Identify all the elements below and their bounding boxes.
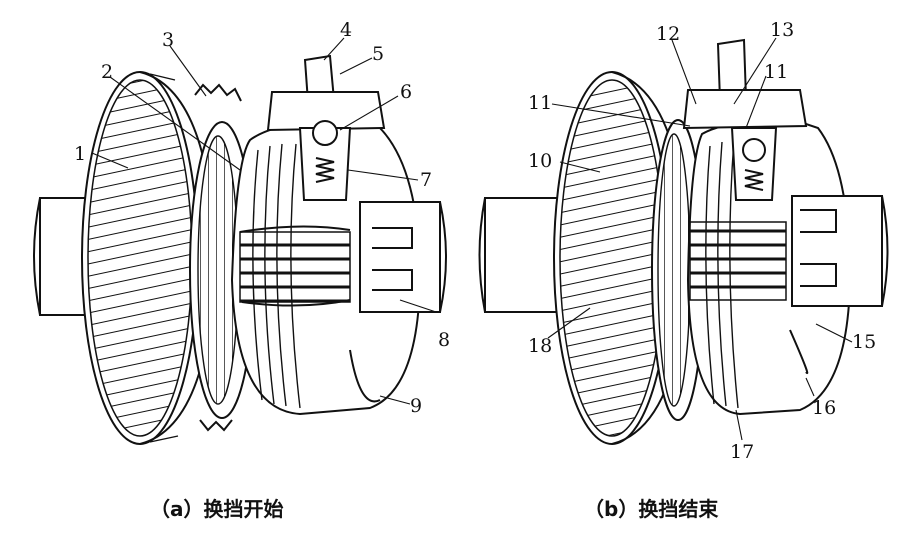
label-b-18: 18 bbox=[528, 335, 552, 357]
label-b-16: 16 bbox=[812, 397, 836, 419]
label-b-15: 15 bbox=[852, 331, 876, 353]
caption-a: （a）换挡开始 bbox=[150, 497, 284, 521]
helical-gear-a bbox=[81, 71, 217, 445]
sleeve-a bbox=[230, 120, 422, 416]
label-a-9: 9 bbox=[410, 395, 422, 417]
label-b-13: 13 bbox=[770, 19, 794, 41]
caption-b: （b）换挡结束 bbox=[584, 497, 719, 521]
labels-a: 1 2 3 4 5 6 7 8 9 bbox=[74, 19, 450, 417]
label-b-10: 10 bbox=[528, 150, 552, 172]
label-a-1: 1 bbox=[74, 143, 86, 165]
crown-teeth-a bbox=[194, 83, 242, 432]
label-a-6: 6 bbox=[400, 81, 412, 103]
label-a-2: 2 bbox=[101, 61, 113, 83]
label-a-5: 5 bbox=[372, 43, 384, 65]
label-b-11-left: 11 bbox=[528, 92, 552, 114]
label-b-17: 17 bbox=[730, 441, 754, 463]
panel-a-drawing bbox=[33, 54, 447, 445]
hub-shaft-b bbox=[789, 195, 889, 375]
label-b-11-right: 11 bbox=[764, 61, 788, 83]
leaders-a bbox=[91, 37, 437, 405]
shift-fork-a bbox=[266, 54, 386, 201]
label-a-8: 8 bbox=[438, 329, 450, 351]
label-a-7: 7 bbox=[420, 169, 432, 191]
leaders-b bbox=[547, 37, 853, 441]
shift-fork-b bbox=[682, 38, 808, 201]
label-a-3: 3 bbox=[162, 29, 174, 51]
label-a-4: 4 bbox=[340, 19, 352, 41]
label-b-12: 12 bbox=[656, 23, 680, 45]
labels-b: 10 11 12 13 11 15 16 17 18 bbox=[528, 19, 876, 463]
hub-shaft-a bbox=[349, 201, 447, 403]
